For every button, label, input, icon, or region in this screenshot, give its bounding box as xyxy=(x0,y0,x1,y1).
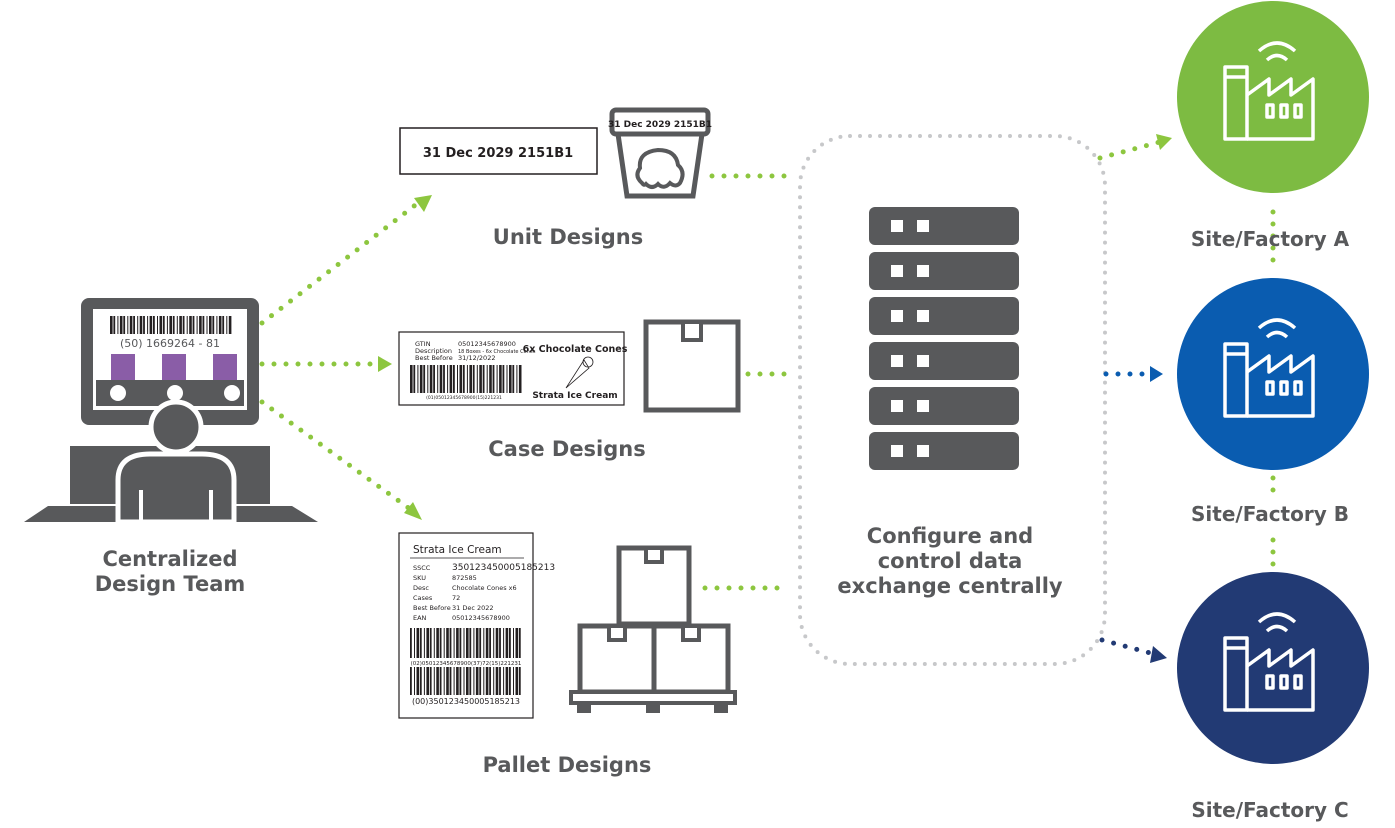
screen-block-3 xyxy=(213,354,237,380)
unit-designs-label: Unit Designs xyxy=(493,225,643,249)
pallet-row-key: Desc xyxy=(413,584,429,592)
site-c-label: Site/Factory C xyxy=(1191,798,1348,822)
person-head xyxy=(148,399,204,455)
pallet-row-value: 31 Dec 2022 xyxy=(452,604,494,612)
tub-text: 31 Dec 2029 2151B1 xyxy=(608,120,712,130)
server-unit xyxy=(869,387,1019,425)
case-box-icon xyxy=(643,319,741,413)
pallet-designs-label: Pallet Designs xyxy=(483,753,652,777)
pallet-label-card: Strata Ice Cream SSCC 350123450005185213S… xyxy=(398,532,555,719)
svg-text:(01)05012345678900(15)221231: (01)05012345678900(15)221231 xyxy=(426,395,502,401)
svg-text:Description: Description xyxy=(415,347,452,355)
person-body xyxy=(115,451,237,525)
site-b-label: Site/Factory B xyxy=(1191,502,1349,526)
team-label-line2: Design Team xyxy=(95,572,246,596)
pallet-barcode-1 xyxy=(410,628,521,658)
case-brand: Strata Ice Cream xyxy=(532,391,617,401)
cone-icon xyxy=(565,359,590,389)
site-factory-a xyxy=(1177,1,1369,193)
svg-text:GTIN: GTIN xyxy=(415,340,431,348)
pallet-row-value: 872585 xyxy=(452,574,477,582)
case-designs-label: Case Designs xyxy=(488,437,646,461)
svg-text:(02)05012345678900(37)72(15)22: (02)05012345678900(37)72(15)221231 xyxy=(411,661,522,667)
server-unit xyxy=(869,207,1019,245)
pallet-row-key: SSCC xyxy=(413,564,431,572)
central-line2: control data xyxy=(878,549,1023,573)
pallet-row-value: 72 xyxy=(452,594,460,602)
factory-icon xyxy=(1223,41,1315,141)
pallet-row-key: Best Before xyxy=(413,604,451,612)
case-barcode xyxy=(410,365,522,393)
server-unit xyxy=(869,432,1019,470)
design-team-icon: (50) 1669264 - 81 xyxy=(24,298,318,525)
factory-icon xyxy=(1223,318,1315,418)
pallet-boxes-icon xyxy=(569,545,737,713)
site-a-label: Site/Factory A xyxy=(1191,227,1350,251)
site-factory-b xyxy=(1177,278,1369,470)
unit-label-text: 31 Dec 2029 2151B1 xyxy=(423,146,573,161)
screen-dot-3 xyxy=(224,385,240,401)
server-unit xyxy=(869,252,1019,290)
case-label-card: GTIN 05012345678900 Description 18 Boxes… xyxy=(398,331,628,406)
pallet-row-key: Cases xyxy=(413,594,433,602)
server-stack-icon xyxy=(869,207,1019,470)
screen-barcode xyxy=(110,316,232,334)
factory-icon xyxy=(1223,612,1315,712)
pallet-barcode-2 xyxy=(410,667,521,695)
screen-dot-1 xyxy=(110,385,126,401)
pallet-row-key: EAN xyxy=(413,614,427,622)
site-circle xyxy=(1177,1,1369,193)
screen-barcode-text: (50) 1669264 - 81 xyxy=(120,337,220,350)
site-circle xyxy=(1177,278,1369,470)
site-factory-c xyxy=(1177,572,1369,764)
svg-text:Best Before: Best Before xyxy=(415,354,453,362)
ice-cream-tub-icon: 31 Dec 2029 2151B1 xyxy=(608,107,712,199)
unit-label-card: 31 Dec 2029 2151B1 xyxy=(399,127,598,175)
team-label-line1: Centralized xyxy=(102,547,237,571)
screen-dot-2 xyxy=(167,385,183,401)
central-line1: Configure and xyxy=(867,524,1033,548)
case-product: 6x Chocolate Cones xyxy=(523,344,628,355)
svg-text:18 Boxes - 6x Chocolate Cones: 18 Boxes - 6x Chocolate Cones xyxy=(458,349,536,355)
server-unit xyxy=(869,297,1019,335)
central-line3: exchange centrally xyxy=(837,574,1062,598)
screen-block-1 xyxy=(111,354,135,380)
pallet-row-value: 350123450005185213 xyxy=(452,563,555,573)
site-circle xyxy=(1177,572,1369,764)
pallet-row-value: 05012345678900 xyxy=(452,614,510,622)
server-unit xyxy=(869,342,1019,380)
connectors xyxy=(259,134,1276,666)
svg-text:(00)350123450005185213: (00)350123450005185213 xyxy=(412,697,520,706)
svg-text:31/12/2022: 31/12/2022 xyxy=(458,354,495,362)
pallet-row-value: Chocolate Cones x6 xyxy=(452,584,517,592)
svg-text:05012345678900: 05012345678900 xyxy=(458,340,516,348)
pallet-title: Strata Ice Cream xyxy=(413,544,502,556)
screen-block-2 xyxy=(162,354,186,380)
pallet-row-key: SKU xyxy=(413,574,426,582)
